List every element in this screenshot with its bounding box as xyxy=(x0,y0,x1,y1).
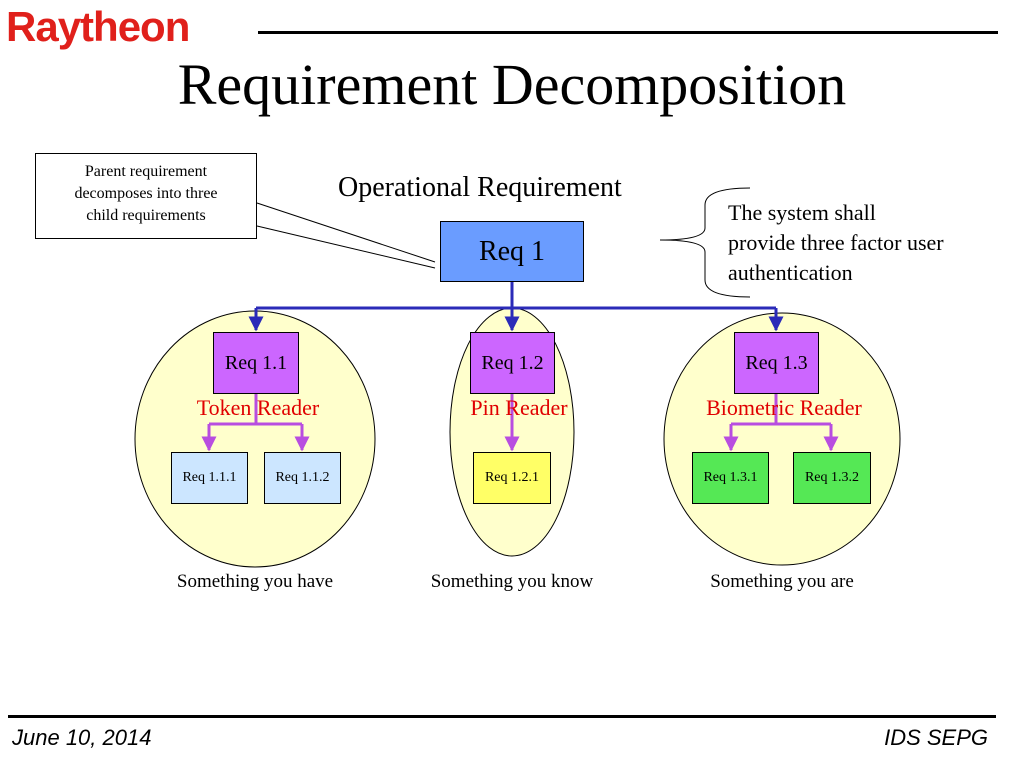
footer-rule xyxy=(8,715,996,718)
callout-line-3: child requirements xyxy=(86,207,206,224)
req-1-2-box: Req 1.2 xyxy=(470,332,555,394)
pin-reader-label: Pin Reader xyxy=(470,395,568,420)
requirement-statement: The system shall provide three factor us… xyxy=(728,198,998,288)
caption-something-you-know: Something you know xyxy=(430,571,594,592)
req-1-1-2-box: Req 1.1.2 xyxy=(264,452,341,504)
callout-pointer-upper xyxy=(256,202,436,263)
req-1-3-2-box: Req 1.3.2 xyxy=(793,452,871,504)
biometric-reader-label: Biometric Reader xyxy=(706,395,862,420)
callout-line-1: Parent requirement xyxy=(84,163,208,180)
caption-something-you-have: Something you have xyxy=(176,571,334,592)
decomposition-callout: Parent requirement decomposes into three… xyxy=(35,153,257,239)
statement-line-3: authentication xyxy=(728,260,853,285)
footer-date: June 10, 2014 xyxy=(12,725,152,750)
req-1-2-1-box: Req 1.2.1 xyxy=(473,452,551,504)
footer-org: IDS SEPG xyxy=(884,725,988,750)
statement-line-2: provide three factor user xyxy=(728,230,944,255)
statement-brace xyxy=(659,187,751,298)
req-1-3-box: Req 1.3 xyxy=(734,332,819,394)
token-reader-label: Token Reader xyxy=(196,395,320,420)
operational-requirement-label: Operational Requirement xyxy=(338,172,622,203)
statement-line-1: The system shall xyxy=(728,200,876,225)
req-1-1-box: Req 1.1 xyxy=(213,332,299,394)
callout-line-2: decomposes into three xyxy=(74,185,218,202)
req-1-1-1-box: Req 1.1.1 xyxy=(171,452,248,504)
req-1-box: Req 1 xyxy=(440,221,584,282)
raytheon-logo: Raytheon xyxy=(6,3,190,50)
caption-something-you-are: Something you are xyxy=(710,571,854,592)
req-1-3-1-box: Req 1.3.1 xyxy=(692,452,769,504)
callout-pointer-lower xyxy=(256,225,436,269)
slide-title: Requirement Decomposition xyxy=(177,52,847,117)
header-rule xyxy=(258,31,998,34)
